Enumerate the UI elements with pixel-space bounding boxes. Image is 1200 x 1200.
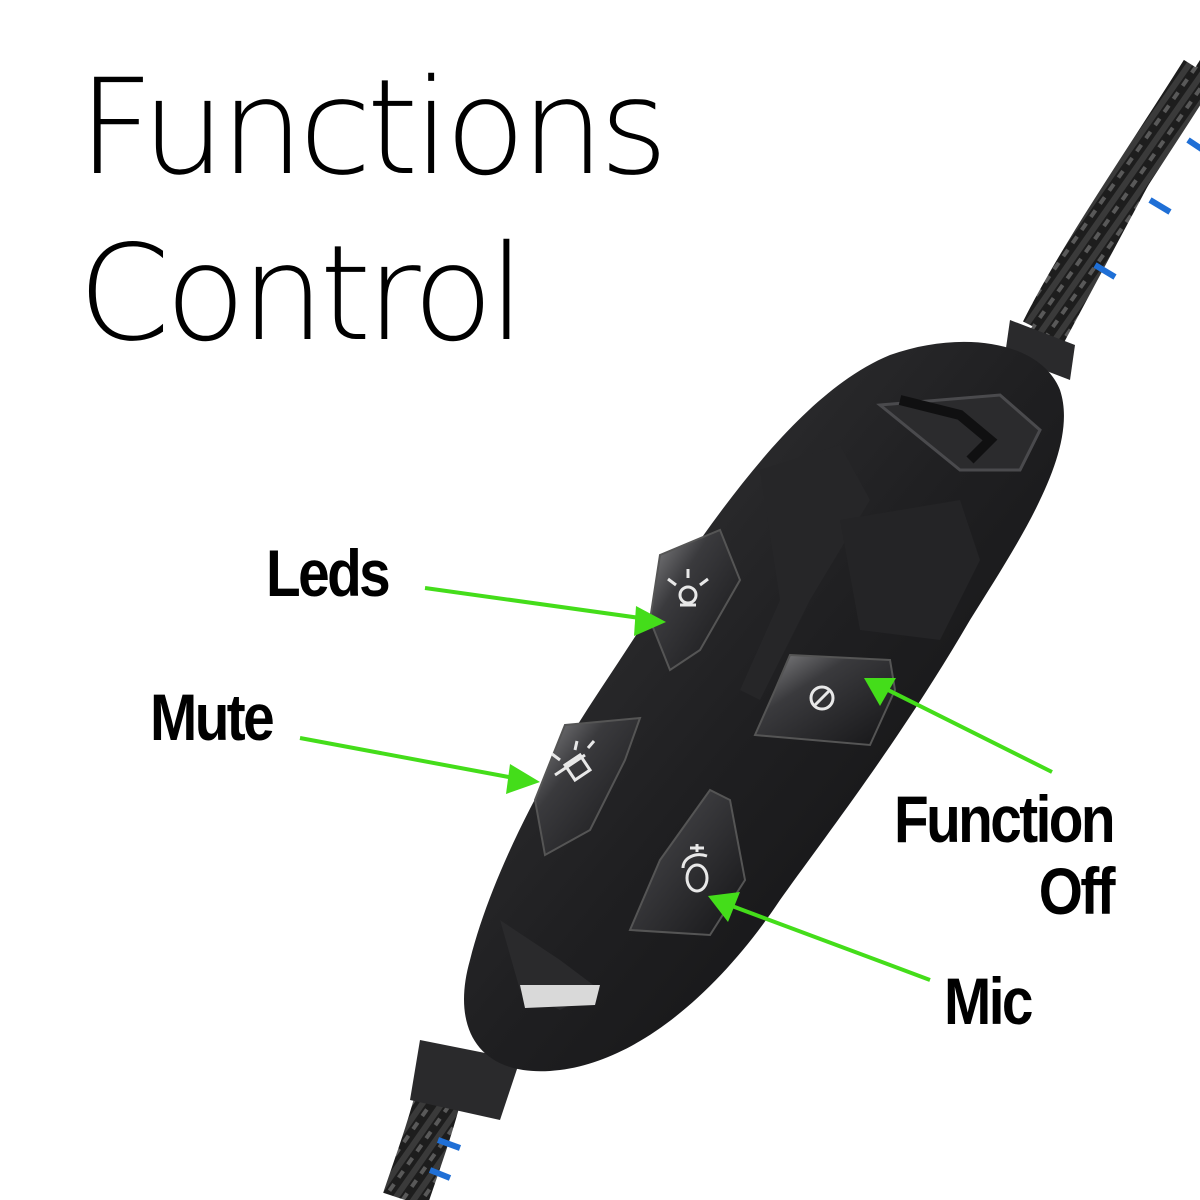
arrow-function-off [864, 678, 1053, 774]
cable-top [1005, 59, 1200, 380]
function-off-label: Function Off [894, 782, 1116, 928]
arrow-leds [424, 586, 666, 636]
function-off-label-line-1: Function [894, 782, 1116, 856]
muted-mic-icon [551, 740, 596, 783]
microphone-icon [681, 844, 709, 893]
page-title-line-1: Functions [78, 51, 668, 205]
mute-label: Mute [150, 680, 275, 754]
power-off-icon [809, 685, 835, 711]
mute-button[interactable] [533, 716, 642, 857]
lamp-icon [667, 569, 709, 607]
remote-body [464, 341, 1064, 1072]
leds-label: Leds [266, 536, 391, 610]
function-off-button[interactable] [753, 653, 897, 747]
cable-bottom [383, 1040, 520, 1200]
mic-label: Mic [944, 964, 1033, 1038]
arrow-mic [708, 892, 931, 982]
arrow-mute [299, 736, 540, 794]
page-title-line-2: Control [78, 217, 525, 371]
function-off-label-line-2: Off [1038, 854, 1116, 928]
